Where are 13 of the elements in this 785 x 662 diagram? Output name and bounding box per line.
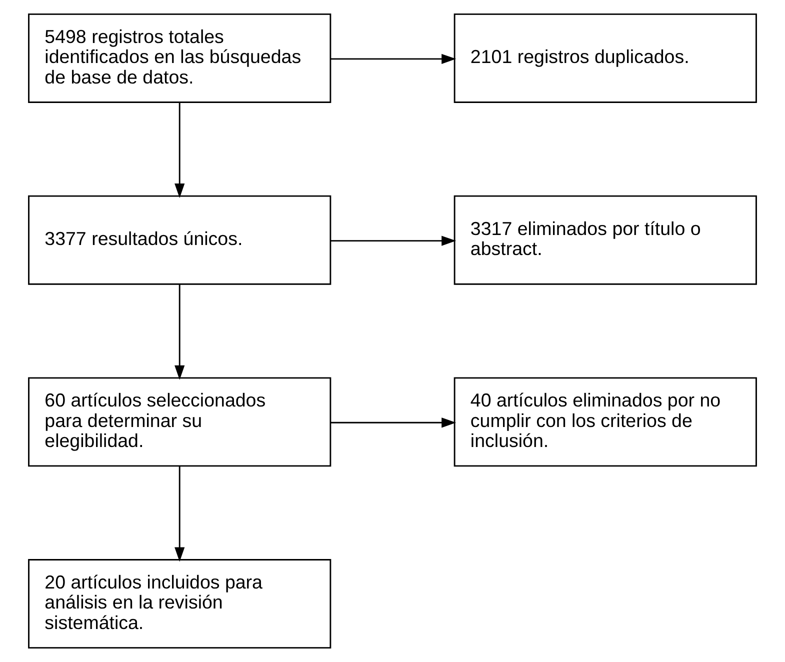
node-box: 40 artículos eliminados por no cumplir con los criterios de inclusión. [454,377,757,467]
arrow [174,284,185,380]
node-box: 2101 registros duplicados. [454,13,757,103]
node-box: 60 artículos seleccionados para determinar su elegibilidad. [28,377,332,467]
node-box: 3377 resultados únicos. [28,195,332,285]
arrow [174,102,185,198]
node-box: 3317 eliminados por título o abstract. [454,195,757,285]
arrow [330,236,456,246]
node-box: 5498 registros totales identificados en las búsquedas de base de datos. [28,13,332,103]
arrow [174,466,185,562]
arrow [330,54,456,64]
node-box: 20 artículos incluidos para análisis en la revisión sistemática. [28,559,332,649]
arrow [330,418,456,428]
